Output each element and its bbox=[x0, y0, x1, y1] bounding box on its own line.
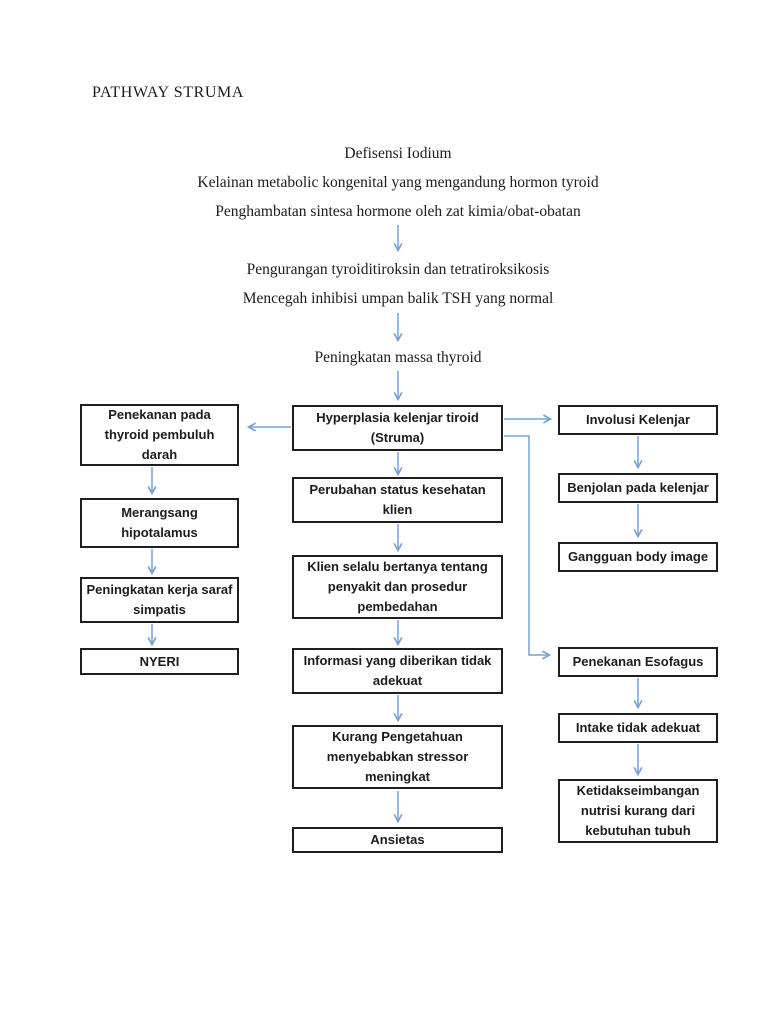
box-involusi-kelenjar: Involusi Kelenjar bbox=[558, 405, 718, 435]
box-merangsang-hipotalamus: Merangsang hipotalamus bbox=[80, 498, 239, 548]
process-line-1: Pengurangan tyroiditiroksin dan tetratir… bbox=[246, 261, 550, 278]
box-hyperplasia-struma: Hyperplasia kelenjar tiroid (Struma) bbox=[292, 405, 503, 451]
etiology-line-1: Defisensi Iodium bbox=[344, 145, 452, 162]
box-kurang-pengetahuan: Kurang Pengetahuan menyebabkan stressor … bbox=[292, 725, 503, 789]
box-ketidakseimbangan-nutrisi: Ketidakseimbangan nutrisi kurang dari ke… bbox=[558, 779, 718, 843]
box-penekanan-esofagus: Penekanan Esofagus bbox=[558, 647, 718, 677]
etiology-line-2: Kelainan metabolic kongenital yang menga… bbox=[197, 174, 599, 191]
box-ansietas: Ansietas bbox=[292, 827, 503, 853]
box-klien-bertanya: Klien selalu bertanya tentang penyakit d… bbox=[292, 555, 503, 619]
box-intake-tidak-adekuat: Intake tidak adekuat bbox=[558, 713, 718, 743]
box-informasi-tidak-adekuat: Informasi yang diberikan tidak adekuat bbox=[292, 648, 503, 694]
box-perubahan-status: Perubahan status kesehatan klien bbox=[292, 477, 503, 523]
process-line-2: Mencegah inhibisi umpan balik TSH yang n… bbox=[242, 290, 554, 307]
elbow-connector-arrow-icon bbox=[504, 435, 549, 655]
page-title: PATHWAY STRUMA bbox=[92, 84, 244, 101]
box-gangguan-body-image: Gangguan body image bbox=[558, 542, 718, 572]
box-penekanan-thyroid: Penekanan pada thyroid pembuluh darah bbox=[80, 404, 239, 466]
box-benjolan-kelenjar: Benjolan pada kelenjar bbox=[558, 473, 718, 503]
etiology-line-3: Penghambatan sintesa hormone oleh zat ki… bbox=[215, 203, 581, 220]
mass-increase-line: Peningkatan massa thyroid bbox=[314, 349, 482, 366]
box-nyeri: NYERI bbox=[80, 648, 239, 675]
box-peningkatan-kerja-saraf: Peningkatan kerja saraf simpatis bbox=[80, 577, 239, 623]
